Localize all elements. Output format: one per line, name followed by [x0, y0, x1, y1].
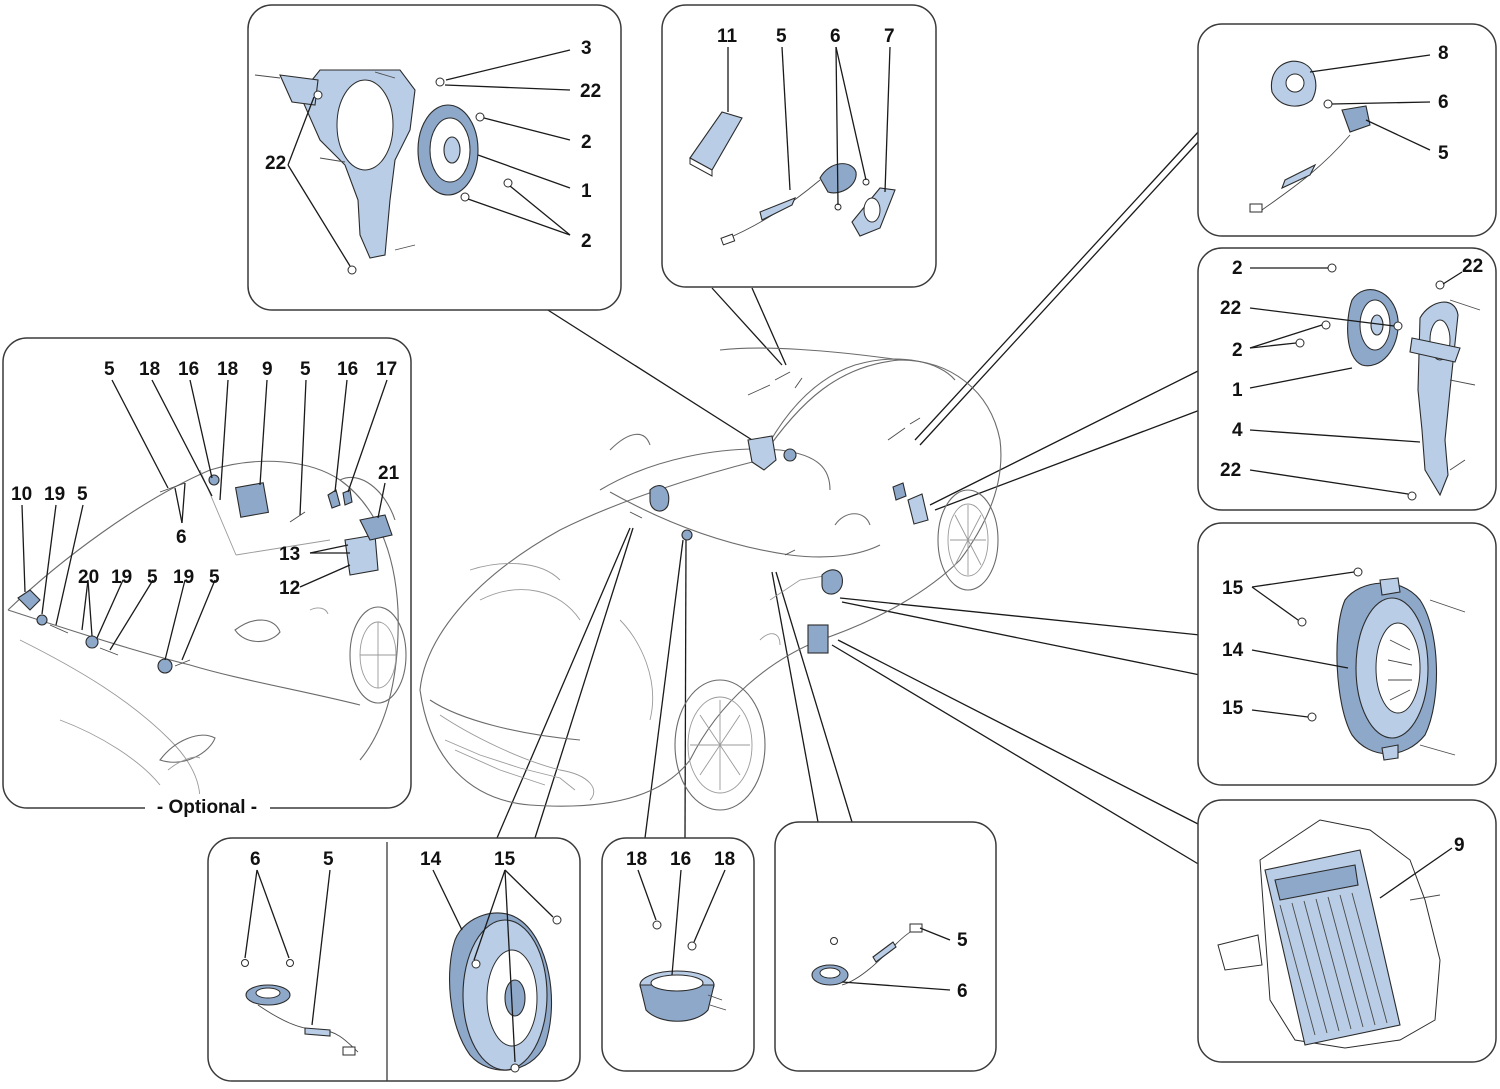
- door-speaker-icon-center: [649, 485, 670, 512]
- callout-5: 5: [776, 26, 787, 47]
- amplifier-icon-optional: [234, 482, 270, 518]
- panel-amplifier: 9: [1197, 799, 1497, 1063]
- panel-optional-system: 5 18 16 18 9 5 16 17 10 19 5 6 21 13 12 …: [2, 337, 412, 818]
- callout-22: 22: [1220, 298, 1241, 319]
- callout-15: 15: [1222, 698, 1244, 719]
- callout-18: 18: [217, 359, 238, 380]
- callout-10: 10: [11, 484, 32, 505]
- callout-5: 5: [77, 484, 88, 505]
- callout-22: 22: [265, 153, 286, 174]
- callout-14: 14: [420, 849, 442, 870]
- callout-15: 15: [494, 849, 516, 870]
- callout-6: 6: [1438, 92, 1449, 113]
- panel-subwoofer: 15 14 15: [1197, 522, 1497, 786]
- dash-tweeter-icon: [681, 529, 693, 541]
- callout-15: 15: [1222, 578, 1244, 599]
- callout-6: 6: [830, 26, 841, 47]
- optional-caption: - Optional -: [157, 797, 257, 818]
- speaker-icon-small: [208, 474, 220, 486]
- rear-speaker-icon: [892, 482, 907, 501]
- callout-20: 20: [78, 567, 99, 588]
- callout-1: 1: [581, 181, 592, 202]
- rear-bracket-icon: [907, 493, 929, 525]
- amplifier-icon-center: [807, 624, 829, 654]
- callout-22: 22: [1220, 460, 1241, 481]
- callout-5: 5: [300, 359, 311, 380]
- callout-22: 22: [1462, 256, 1483, 277]
- callout-5: 5: [323, 849, 334, 870]
- callout-12: 12: [279, 578, 300, 599]
- callout-2: 2: [581, 231, 592, 252]
- callout-5: 5: [957, 930, 968, 951]
- callout-2: 2: [581, 132, 592, 153]
- panel-dash-tweeter: 11 5 6 7: [661, 4, 937, 288]
- callout-19: 19: [44, 484, 65, 505]
- callout-17: 17: [376, 359, 397, 380]
- side-speaker-icon: [821, 569, 843, 595]
- callout-1: 1: [1232, 380, 1243, 401]
- callout-19: 19: [173, 567, 194, 588]
- callout-16: 16: [178, 359, 199, 380]
- callout-18: 18: [139, 359, 160, 380]
- callout-18: 18: [714, 849, 735, 870]
- callout-5: 5: [209, 567, 220, 588]
- panel-front-door-speaker: 3 22 2 1 2 22: [247, 4, 622, 311]
- callout-16: 16: [670, 849, 691, 870]
- panel-rear-tweeter: 8 6 5: [1197, 23, 1497, 237]
- callout-11: 11: [717, 26, 738, 47]
- callout-7: 7: [884, 26, 895, 47]
- callout-4: 4: [1232, 420, 1243, 441]
- callout-5: 5: [147, 567, 158, 588]
- mount-bracket-icon: [17, 589, 41, 611]
- callout-16: 16: [337, 359, 358, 380]
- callout-6: 6: [957, 981, 968, 1002]
- car-outline-center: [419, 347, 1002, 811]
- speaker-icon-small: [157, 658, 173, 674]
- callout-6: 6: [176, 527, 187, 548]
- callout-18: 18: [626, 849, 647, 870]
- callout-13: 13: [279, 544, 300, 565]
- a-pillar-tweeter-icon: [783, 448, 797, 462]
- subwoofer-cover-icon: [359, 514, 393, 541]
- callout-5: 5: [104, 359, 115, 380]
- subwoofer-box-icon: [344, 534, 379, 576]
- callout-19: 19: [111, 567, 132, 588]
- grommet-icon: [36, 614, 48, 626]
- rear-tweeter-icon: [1341, 105, 1371, 133]
- callout-21: 21: [378, 463, 400, 484]
- callout-3: 3: [581, 38, 592, 59]
- a-pillar-bracket-icon: [747, 435, 777, 471]
- panel-dash-speaker: 18 16 18: [601, 837, 755, 1072]
- speaker-icon-small: [85, 635, 99, 649]
- panel-small-tweeter: 5 6: [774, 821, 997, 1072]
- callout-2: 2: [1232, 258, 1243, 279]
- callout-2: 2: [1232, 340, 1243, 361]
- callout-9: 9: [1454, 835, 1465, 856]
- callout-14: 14: [1222, 640, 1244, 661]
- callout-9: 9: [262, 359, 273, 380]
- callout-22: 22: [580, 81, 601, 102]
- amplifier-icon: [1264, 849, 1401, 1046]
- dash-speaker-icon: [639, 984, 715, 1022]
- panel-rear-door-speaker: 2 22 22 2 1 4 22: [1197, 247, 1497, 511]
- callout-5: 5: [1438, 143, 1449, 164]
- panel-front-speakers: 6 5 14 15: [207, 837, 581, 1082]
- callout-6: 6: [250, 849, 261, 870]
- callout-8: 8: [1438, 43, 1449, 64]
- panel-leader-lines: [496, 129, 1201, 866]
